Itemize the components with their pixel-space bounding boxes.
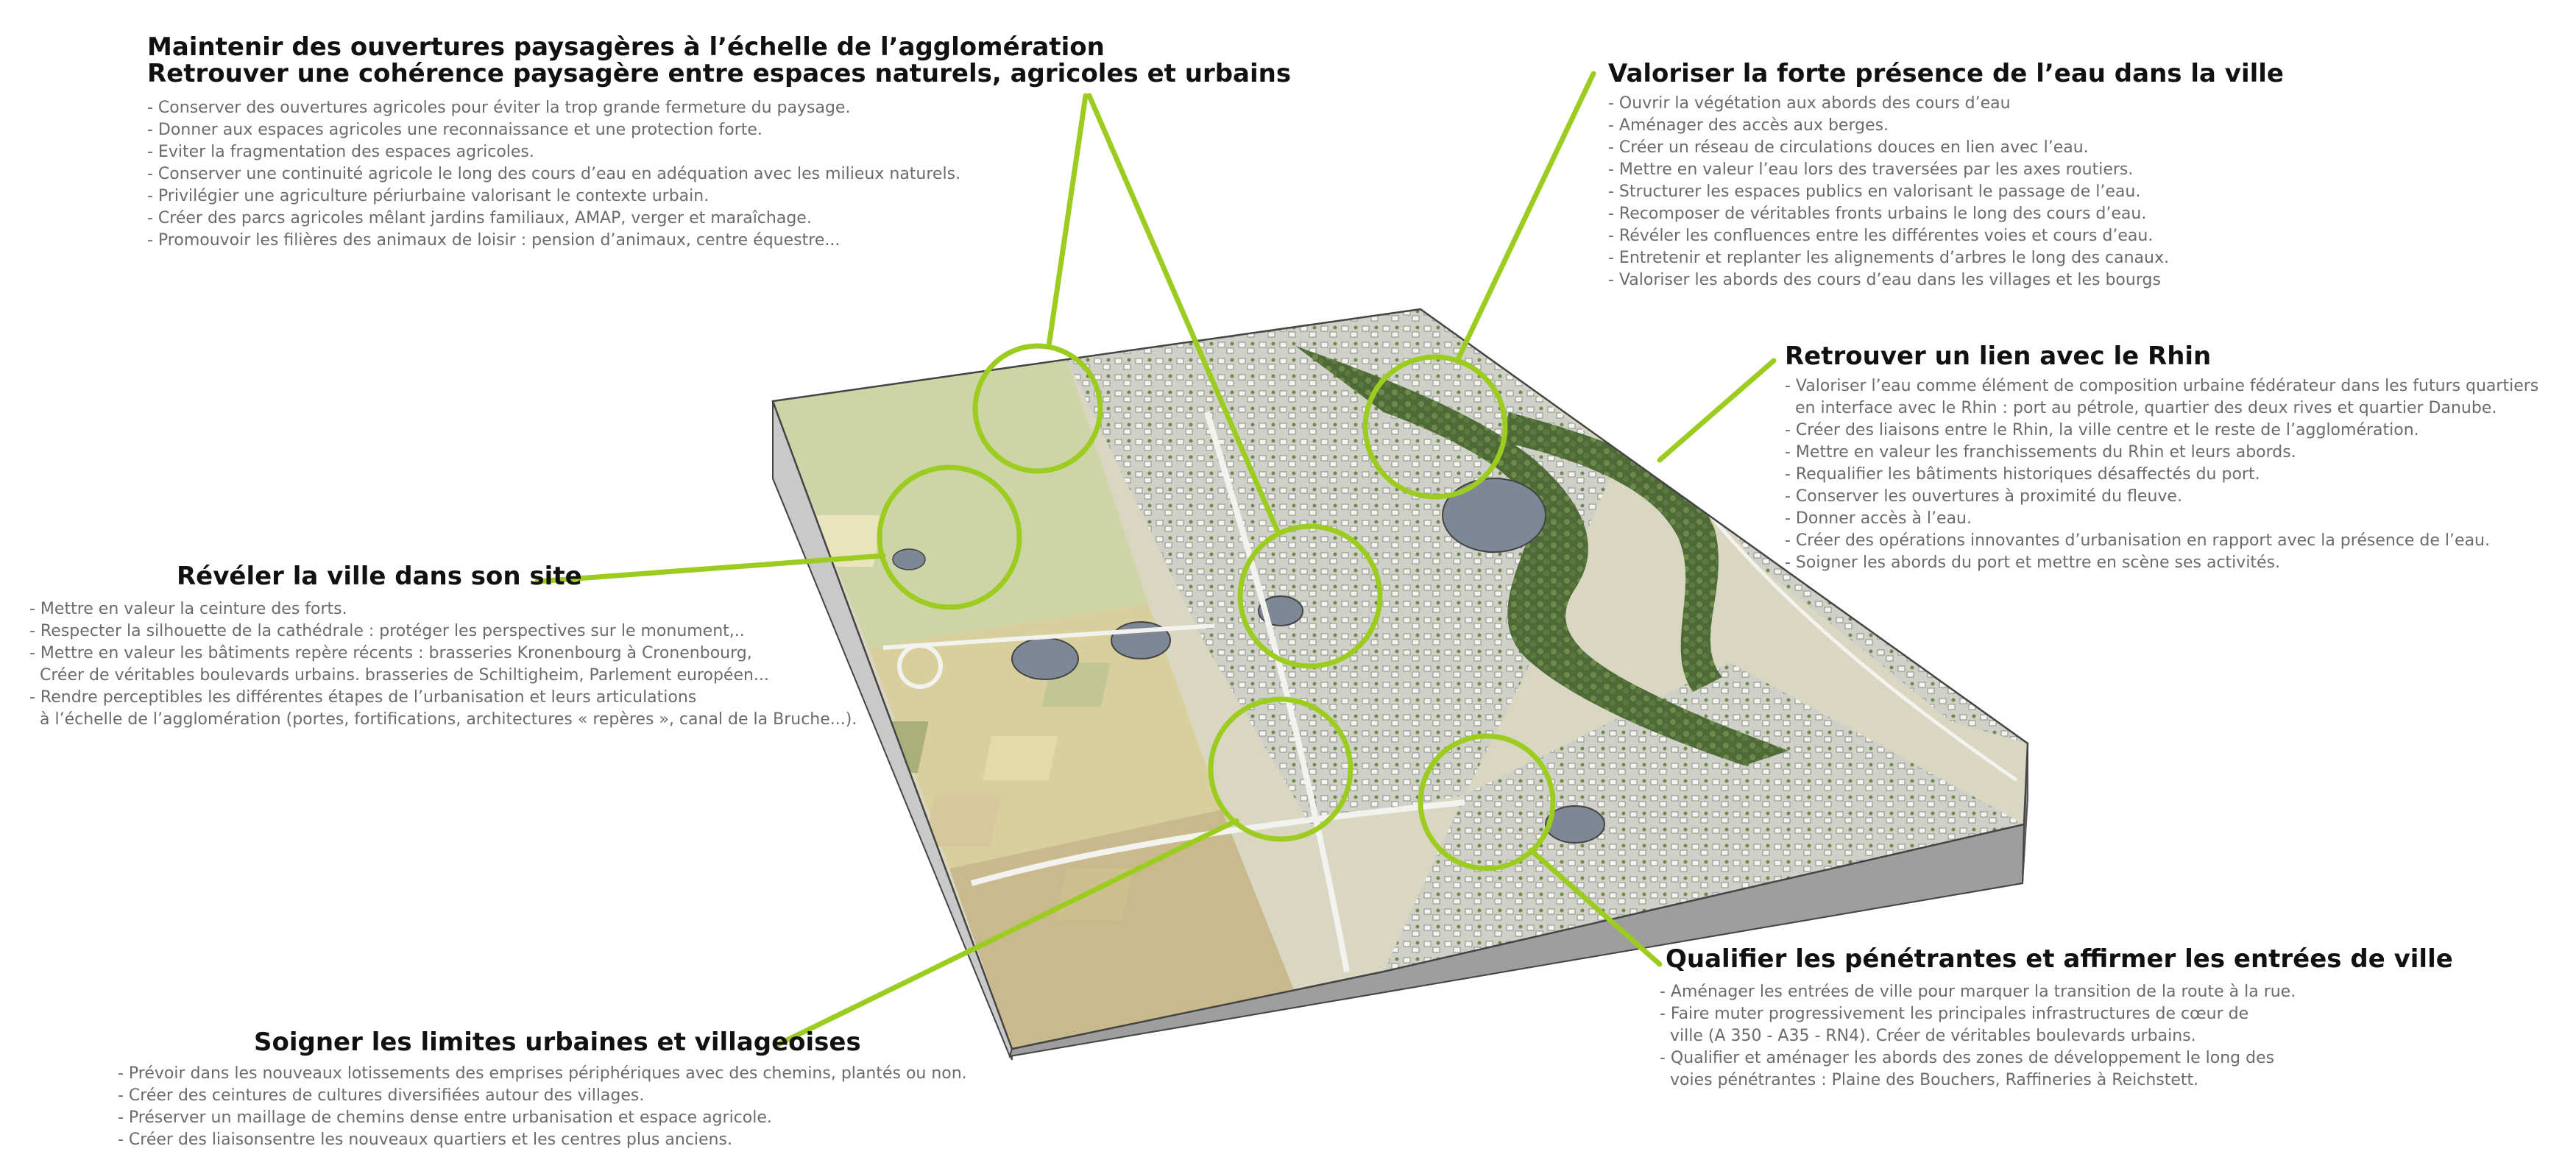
- list-item: - Soigner les abords du port et mettre e…: [1785, 554, 2281, 572]
- list-item: - Créer des ceintures de cultures divers…: [118, 1086, 645, 1105]
- list-item: - Aménager les entrées de ville pour mar…: [1660, 983, 2296, 1001]
- list-item: - Préserver un maillage de chemins dense…: [118, 1108, 772, 1127]
- list-item: - Conserver une continuité agricole le l…: [147, 165, 961, 183]
- section-paysage-list: - Conserver des ouvertures agricoles pou…: [147, 97, 1291, 252]
- section-site-title: Révéler la ville dans son site: [177, 562, 582, 591]
- list-item: - Mettre en valeur les franchissements d…: [1785, 443, 2296, 462]
- list-item: - Mettre en valeur les bâtiments repère …: [29, 644, 752, 662]
- list-item: - Valoriser l’eau comme élément de compo…: [1785, 377, 2539, 395]
- section-entrees-list: - Aménager les entrées de ville pour mar…: [1660, 981, 2453, 1092]
- list-item: Créer de véritables boulevards urbains. …: [29, 666, 769, 685]
- section-eau: Valoriser la forte présence de l’eau dan…: [1608, 60, 2284, 291]
- section-rhin: Retrouver un lien avec le Rhin - Valoris…: [1785, 343, 2538, 574]
- circle-site-west: [877, 464, 1022, 610]
- section-entrees: Qualifier les pénétrantes et affirmer le…: [1660, 946, 2453, 1092]
- list-item: ville (A 350 - A35 - RN4). Créer de véri…: [1660, 1027, 2196, 1045]
- circle-entrees: [1418, 733, 1556, 871]
- circle-agricultural-north: [972, 343, 1103, 474]
- list-item: en interface avec le Rhin : port au pétr…: [1785, 399, 2497, 417]
- list-item: - Créer des parcs agricoles mêlant jardi…: [147, 209, 812, 227]
- list-item: - Faire muter progressivement les princi…: [1660, 1005, 2249, 1023]
- list-item: - Aménager des accès aux berges.: [1608, 116, 1889, 135]
- list-item: - Créer des opérations innovantes d’urba…: [1785, 531, 2490, 550]
- section-eau-title: Valoriser la forte présence de l’eau dan…: [1608, 59, 2284, 88]
- list-item: - Structurer les espaces publics en valo…: [1608, 183, 2141, 201]
- section-site: Révéler la ville dans son site - Mettre …: [29, 563, 857, 731]
- section-rhin-list: - Valoriser l’eau comme élément de compo…: [1785, 375, 2538, 574]
- list-item: - Créer des liaisonsentre les nouveaux q…: [118, 1131, 732, 1149]
- lake-east: [1442, 478, 1546, 553]
- list-item: - Conserver les ouvertures à proximité d…: [1785, 487, 2182, 506]
- section-eau-list: - Ouvrir la végétation aux abords des co…: [1608, 93, 2284, 291]
- list-item: - Prévoir dans les nouveaux lotissements…: [118, 1064, 967, 1083]
- circle-central: [1237, 523, 1383, 669]
- section-paysage-title-2: Retrouver une cohérence paysagère entre …: [147, 59, 1292, 88]
- highlight-circles: [877, 343, 1556, 871]
- section-limites-list: - Prévoir dans les nouveaux lotissements…: [118, 1063, 967, 1151]
- list-item: - Respecter la silhouette de la cathédra…: [29, 622, 745, 640]
- forest-band: [1295, 346, 1788, 765]
- list-item: - Privilégier une agriculture périurbain…: [147, 187, 710, 205]
- road-ring: [970, 799, 1465, 886]
- list-item: - Conserver des ouvertures agricoles pou…: [147, 99, 851, 117]
- circle-limites: [1208, 696, 1354, 842]
- list-item: - Donner accès à l’eau.: [1785, 509, 1972, 528]
- section-limites-title: Soigner les limites urbaines et villageo…: [254, 1028, 861, 1057]
- section-entrees-title: Qualifier les pénétrantes et affirmer le…: [1666, 944, 2453, 974]
- list-item: - Donner aux espaces agricoles une recon…: [147, 121, 762, 139]
- list-item: - Mettre en valeur l’eau lors des traver…: [1608, 160, 2134, 179]
- circle-water-north: [1362, 354, 1508, 500]
- list-item: - Entretenir et replanter les alignement…: [1608, 249, 2169, 267]
- section-limites: Soigner les limites urbaines et villageo…: [118, 1029, 967, 1151]
- list-item: - Mettre en valeur la ceinture des forts…: [29, 600, 347, 618]
- list-item: - Révéler les confluences entre les diff…: [1608, 227, 2154, 245]
- list-item: - Valoriser les abords des cours d’eau d…: [1608, 271, 2161, 289]
- list-item: - Requalifier les bâtiments historiques …: [1785, 465, 2260, 484]
- list-item: - Créer des liaisons entre le Rhin, la v…: [1785, 421, 2419, 439]
- section-site-list: - Mettre en valeur la ceinture des forts…: [29, 598, 857, 731]
- leader-lines: [534, 71, 1777, 1048]
- list-item: - Rendre perceptibles les différentes ét…: [29, 688, 697, 707]
- list-item: voies pénétrantes : Plaine des Bouchers,…: [1660, 1071, 2199, 1089]
- list-item: à l’échelle de l’agglomération (portes, …: [29, 710, 857, 729]
- list-item: - Ouvrir la végétation aux abords des co…: [1608, 94, 2011, 113]
- list-item: - Créer un réseau de circulations douces…: [1608, 138, 2089, 157]
- section-paysage: Maintenir des ouvertures paysagères à l’…: [147, 34, 1291, 252]
- list-item: - Recomposer de véritables fronts urbain…: [1608, 205, 2147, 223]
- list-item: - Eviter la fragmentation des espaces ag…: [147, 143, 534, 161]
- section-rhin-title: Retrouver un lien avec le Rhin: [1785, 342, 2212, 371]
- list-item: - Qualifier et aménager les abords des z…: [1660, 1049, 2275, 1067]
- list-item: - Promouvoir les filières des animaux de…: [147, 231, 841, 250]
- section-paysage-title-1: Maintenir des ouvertures paysagères à l’…: [147, 32, 1105, 62]
